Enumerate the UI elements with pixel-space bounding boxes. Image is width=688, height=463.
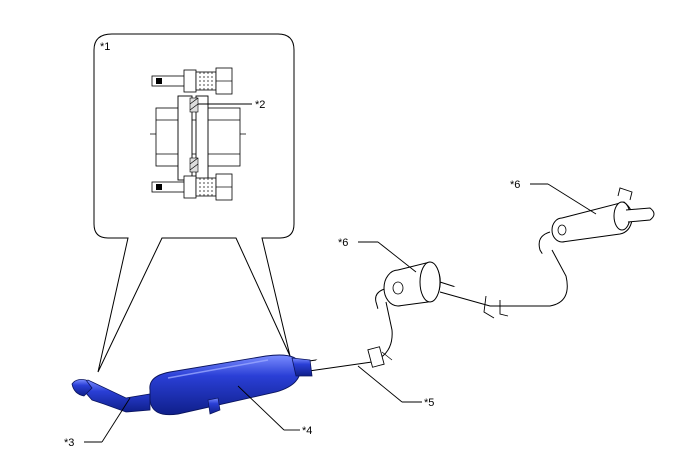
label-center-muffler: *6 — [338, 237, 348, 249]
center-pipe-leader — [357, 365, 403, 403]
exhaust-pipe-assembly — [301, 187, 655, 373]
center-pipe-flange — [367, 346, 393, 368]
label-center-pipe: *5 — [424, 397, 434, 409]
catalytic-converter — [149, 354, 313, 416]
pipe-hanger — [483, 295, 509, 319]
callout-bubble — [93, 33, 295, 373]
label-detail-view: *1 — [100, 41, 110, 53]
highlighted-parts — [71, 354, 313, 416]
lower-bolt — [151, 173, 233, 201]
detail-callout — [93, 33, 295, 373]
upper-bolt — [151, 67, 233, 95]
label-gasket: *2 — [255, 99, 265, 111]
label-tail-muffler: *6 — [510, 179, 520, 191]
converter-leader — [237, 385, 285, 431]
label-front-pipe: *3 — [64, 437, 74, 449]
center-muffler — [383, 261, 441, 307]
label-catalytic-converter: *4 — [302, 425, 312, 437]
leader-lines — [84, 183, 597, 443]
gasket-hatch — [189, 97, 199, 173]
tail-muffler — [551, 187, 655, 243]
flange-cross-section — [150, 67, 246, 201]
front-pipe — [71, 379, 151, 413]
